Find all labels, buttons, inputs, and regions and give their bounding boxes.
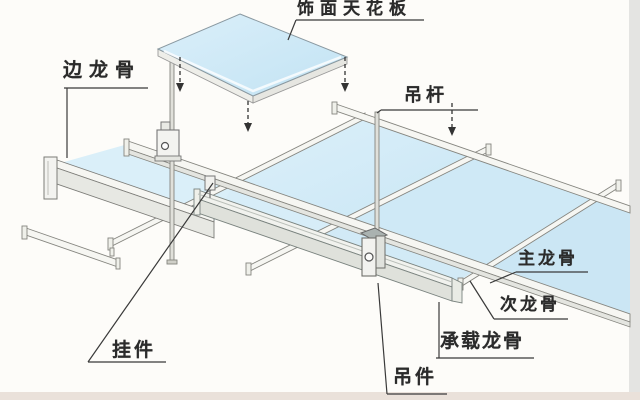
- floating-ceiling-panel: [156, 13, 349, 104]
- leader-lines: [64, 19, 588, 395]
- hook-clip: [204, 175, 216, 198]
- label-ceiling-panel: 饰面天花板: [297, 0, 412, 18]
- edge-runner-profile: [43, 156, 215, 239]
- hanger-rod-right: [374, 111, 380, 246]
- drop-arrows: [176, 57, 456, 136]
- label-hook-clip: 挂件: [112, 340, 157, 361]
- label-carrying-runner: 承载龙骨: [440, 331, 525, 352]
- carrying-channel: [193, 188, 463, 304]
- label-edge-runner: 边龙骨: [63, 60, 142, 81]
- label-cross-runner: 次龙骨: [500, 295, 560, 314]
- hanger-bracket-left: [154, 121, 182, 162]
- label-main-runner: 主龙骨: [518, 249, 578, 268]
- label-hanger-clip: 吊件: [393, 367, 438, 388]
- label-hanger-rod: 吊杆: [404, 85, 448, 105]
- hanger-bracket-right: [359, 227, 389, 277]
